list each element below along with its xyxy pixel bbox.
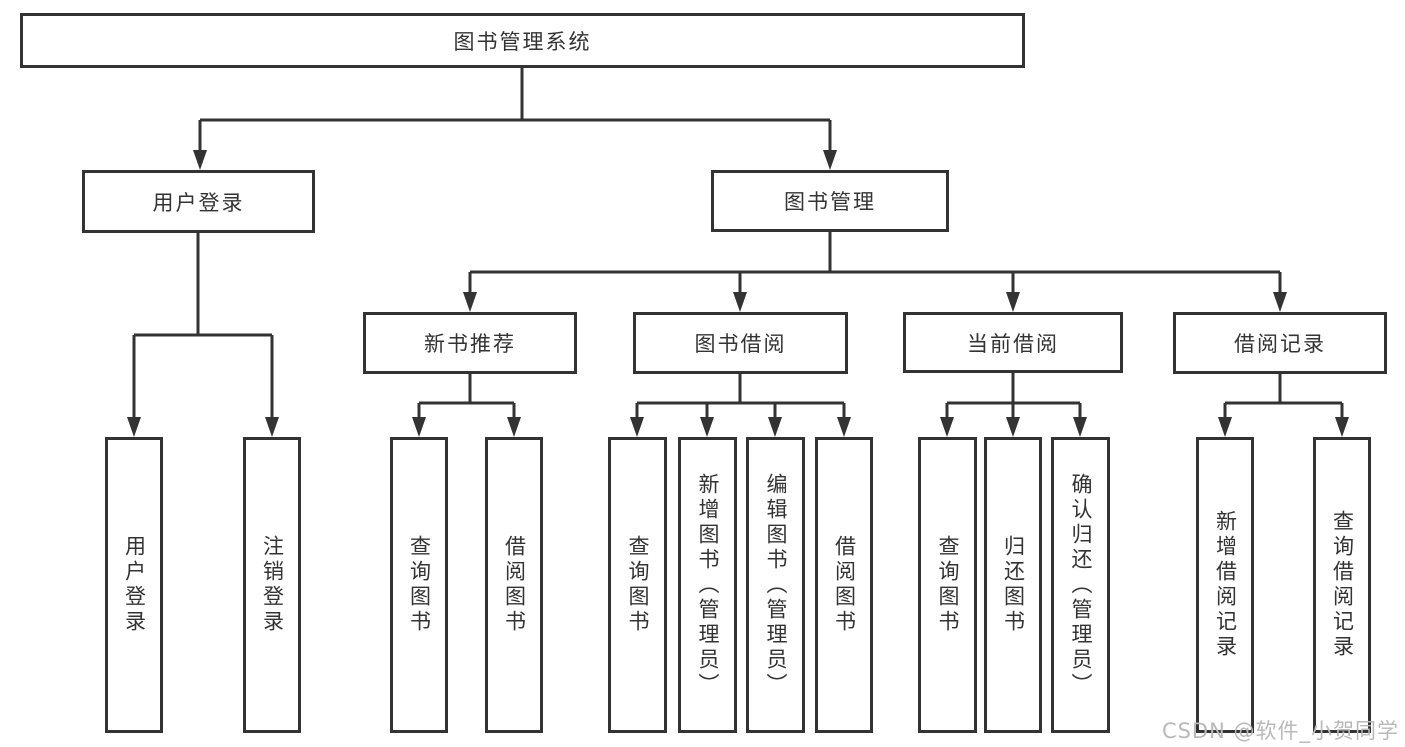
node-label: 借阅图书 [832,535,857,635]
node-user-login: 用户登录 [82,170,315,233]
node-label: 图书借阅 [694,332,787,356]
node-confirm-return-admin: 确认归还（管理员） [1051,437,1110,733]
node-borrow-books-leaf: 借阅图书 [815,437,873,733]
node-label: 确认归还（管理员） [1069,472,1093,698]
node-label: 当前借阅 [967,331,1059,356]
node-label: 用户登录 [152,190,245,215]
node-book-management: 图书管理 [711,170,949,232]
node-label: 归还图书 [1001,535,1026,635]
node-user-login-leaf: 用户登录 [105,437,163,733]
node-label: 借阅图书 [502,535,527,635]
node-edit-books-admin: 编辑图书（管理员） [746,437,805,733]
node-label: 用户登录 [122,535,147,635]
node-query-books-recommend: 查询图书 [390,437,448,733]
node-label: 查询图书 [626,535,650,635]
node-label: 新书推荐 [424,332,516,356]
node-library-system: 图书管理系统 [20,13,1025,68]
node-query-books-borrowing: 查询图书 [608,437,667,733]
node-return-books: 归还图书 [984,437,1042,733]
node-label: 新增图书（管理员） [696,472,720,698]
node-query-borrow-record: 查询借阅记录 [1313,437,1371,733]
node-add-borrow-record: 新增借阅记录 [1196,437,1254,733]
node-label: 查询图书 [407,535,432,635]
node-label: 查询借阅记录 [1330,510,1355,660]
node-label: 图书管理 [784,190,876,214]
node-label: 图书管理系统 [453,29,592,54]
node-label: 编辑图书（管理员） [764,472,788,698]
node-current-borrowing: 当前借阅 [903,312,1123,373]
node-label: 借阅记录 [1234,332,1326,356]
node-borrow-books-recommend: 借阅图书 [485,437,543,733]
node-logout: 注销登录 [243,437,301,733]
node-label: 注销登录 [260,535,285,635]
node-borrowing-records: 借阅记录 [1173,312,1387,374]
node-query-books-current: 查询图书 [918,437,977,733]
node-book-borrowing: 图书借阅 [633,312,848,374]
node-add-books-admin: 新增图书（管理员） [678,437,737,733]
node-label: 新增借阅记录 [1213,510,1238,660]
node-new-book-recommend: 新书推荐 [363,312,577,374]
node-label: 查询图书 [936,535,960,635]
csdn-watermark: CSDN @软件_小贺同学 [1161,719,1399,743]
